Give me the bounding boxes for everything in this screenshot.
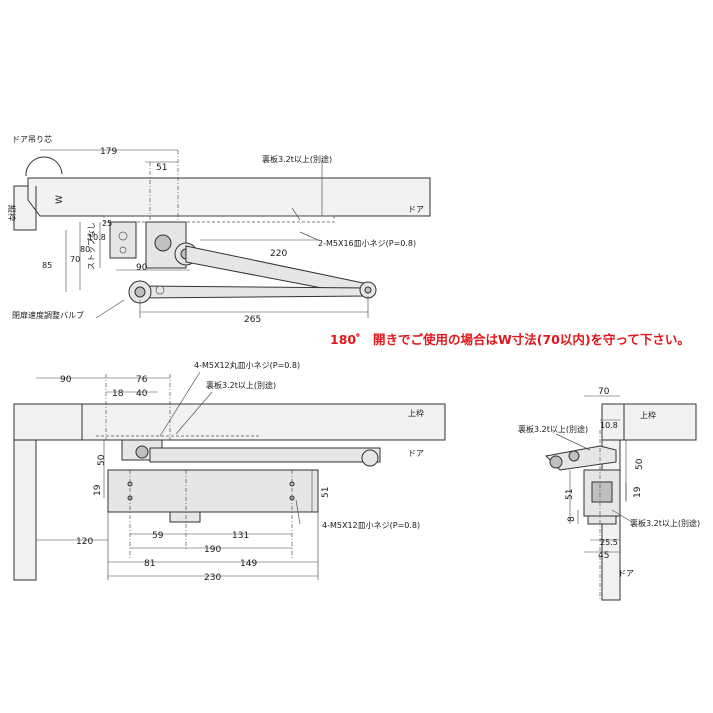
label-frame-vertical: 縦枠 — [7, 205, 17, 221]
label-door-right: ドア — [618, 569, 634, 578]
front-arm — [149, 447, 381, 463]
dim-90: 90 — [136, 263, 148, 273]
door-slab-top-view — [27, 177, 431, 217]
dim-f-149: 149 — [240, 559, 257, 569]
label-speed-valve: 閉扉速度調整バルブ — [12, 310, 84, 320]
dim-70: 70 — [70, 255, 80, 264]
label-door-bottom: ドア — [408, 449, 424, 458]
label-door-top: ドア — [408, 205, 424, 214]
dim-s-50: 50 — [635, 458, 645, 470]
dim-s-10-8: 10.8 — [600, 421, 618, 430]
label-backing-plate-right-top: 裏板3.2t以上(別途) — [518, 424, 588, 434]
dim-220: 220 — [270, 249, 287, 259]
dim-s-25-5: 25.5 — [600, 538, 618, 547]
door-pivot-arc — [25, 156, 63, 177]
dim-f-230: 230 — [204, 573, 221, 583]
note-180-degree: 180゜ 開きでご使用の場合はW寸法(70以内)を守って下さい。 — [330, 332, 690, 347]
label-screw-top: 2-M5X16皿小ネジ(P=0.8) — [318, 239, 416, 248]
dim-80: 80 — [80, 245, 90, 254]
label-door-pivot: ドア吊り芯 — [12, 134, 52, 144]
label-w: W — [55, 195, 65, 204]
dim-s-19: 19 — [633, 486, 643, 498]
dim-f-59: 59 — [152, 531, 164, 541]
dim-f-76: 76 — [136, 375, 148, 385]
dim-25: 25 — [102, 219, 112, 228]
forearm — [139, 285, 369, 299]
backing-plate-top — [103, 215, 335, 223]
dim-f-40: 40 — [136, 389, 148, 399]
label-upper-frame-bottom: 上枠 — [408, 408, 424, 418]
closer-body-front — [107, 469, 319, 513]
dim-f-120: 120 — [76, 537, 93, 547]
dim-f-51: 51 — [321, 487, 331, 498]
label-backing-plate-top: 裏板3.2t以上(別途) — [262, 154, 332, 164]
label-screw-bottom: 4-M5X12皿小ネジ(P=0.8) — [322, 521, 420, 530]
label-backing-plate-mid: 裏板3.2t以上(別途) — [206, 380, 276, 390]
dim-f-190: 190 — [204, 545, 221, 555]
top-view: ドア吊り芯 縦枠 W ドア 裏板3.2t以上(別途) 2-M5X16皿小ネジ(P… — [7, 134, 431, 325]
label-upper-frame-right: 上枠 — [640, 410, 656, 420]
dim-10-8: 10.8 — [88, 233, 106, 242]
dim-51: 51 — [156, 163, 167, 173]
dim-s-70: 70 — [598, 387, 610, 397]
dim-179: 179 — [100, 147, 117, 157]
dim-265: 265 — [244, 315, 261, 325]
label-stopper-none: ストップなし — [87, 222, 96, 270]
dim-s-45: 45 — [598, 551, 609, 561]
dim-f-18: 18 — [112, 389, 124, 399]
front-view: 4-M5X12丸皿小ネジ(P=0.8) 裏板3.2t以上(別途) 上枠 ドア 4… — [13, 360, 446, 583]
dim-85: 85 — [42, 261, 52, 270]
dim-f-19: 19 — [93, 484, 103, 496]
dim-s-51: 51 — [565, 489, 575, 500]
dim-f-131: 131 — [232, 531, 249, 541]
dim-f-50: 50 — [97, 454, 107, 466]
label-screw-mid: 4-M5X12丸皿小ネジ(P=0.8) — [194, 360, 300, 370]
side-view: 70 10.8 50 51 19 8 25.5 45 裏板3.2t以上(別途) … — [518, 387, 700, 601]
dim-s-8: 8 — [567, 516, 577, 522]
dim-f-81: 81 — [144, 559, 155, 569]
label-backing-plate-right-bottom: 裏板3.2t以上(別途) — [630, 518, 700, 528]
dim-f-90: 90 — [60, 375, 72, 385]
